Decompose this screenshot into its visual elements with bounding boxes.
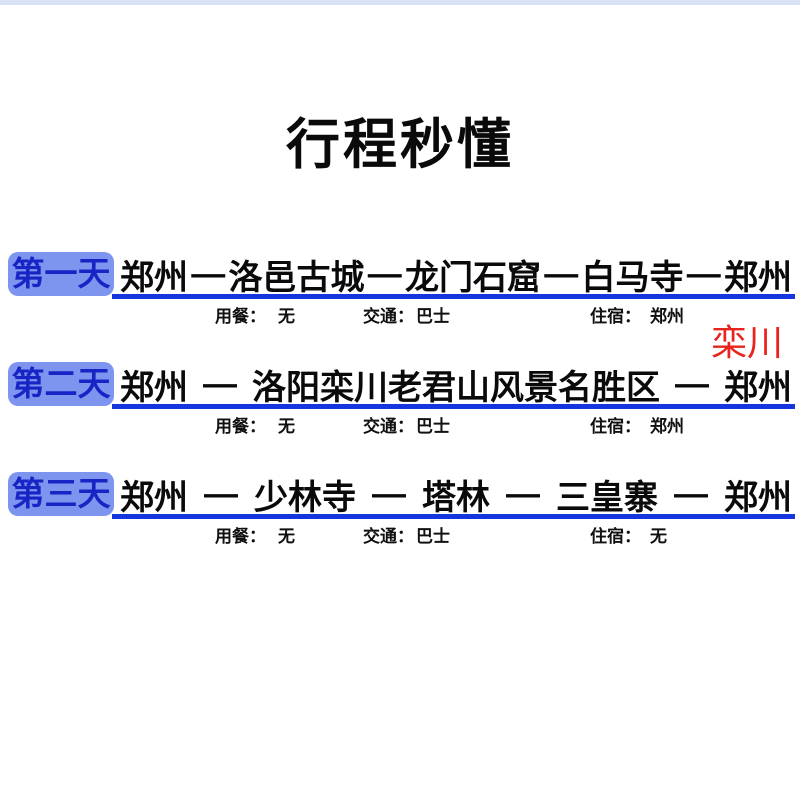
day-1-route: 郑州—洛邑古城—龙门石窟—白马寺—郑州	[120, 252, 792, 297]
meals-value: 无	[278, 527, 295, 546]
meals-label: 用餐：	[215, 307, 266, 326]
route-stop: 郑州	[724, 258, 792, 297]
red-annotation: 栾川	[711, 322, 784, 363]
transport-value: 巴士	[416, 527, 450, 546]
route-stop: 郑州	[120, 478, 188, 517]
route-stop: 塔林	[422, 478, 490, 517]
lodging-value: 郑州	[650, 307, 684, 326]
day-3-underline	[112, 514, 795, 519]
route-stop: 三皇寨	[556, 478, 658, 517]
route-dash: —	[675, 364, 709, 403]
route-dash: —	[191, 254, 226, 293]
lodging-label: 住宿：	[590, 417, 641, 436]
day-2-underline	[112, 404, 795, 409]
route-dash: —	[203, 364, 237, 403]
day-2-meals: 用餐： 无	[215, 412, 295, 437]
route-stop: 少林寺	[254, 478, 356, 517]
transport-label: 交通：	[363, 417, 414, 436]
day-row-1: 第一天 郑州—洛邑古城—龙门石窟—白马寺—郑州 用餐：无 交通：巴士 住宿：郑州	[0, 252, 800, 328]
lodging-value: 无	[650, 527, 667, 546]
day-1-lodging: 住宿： 郑州	[590, 302, 684, 327]
day-2-lodging: 住宿： 郑州	[590, 412, 684, 437]
meals-label: 用餐：	[215, 417, 266, 436]
day-2-meta: 用餐： 无 交通：巴士 住宿： 郑州	[0, 412, 800, 436]
day-2-badge: 第二天	[8, 362, 114, 406]
route-dash: —	[544, 254, 579, 293]
route-stop: 郑州	[120, 258, 188, 297]
day-3-transport: 交通：巴士	[363, 522, 450, 547]
meals-value: 无	[278, 307, 295, 326]
route-stop: 郑州	[724, 478, 792, 517]
route-stop: 郑州	[724, 368, 792, 407]
day-3-badge: 第三天	[8, 472, 114, 516]
route-stop: 白马寺	[581, 258, 684, 297]
lodging-label: 住宿：	[590, 527, 641, 546]
transport-label: 交通：	[363, 527, 414, 546]
meals-value: 无	[278, 417, 295, 436]
day-2-route: 郑州 — 洛阳栾川老君山风景名胜区 — 郑州	[120, 362, 792, 407]
route-stop: 洛邑古城	[228, 258, 365, 297]
route-stop: 龙门石窟	[405, 258, 541, 297]
day-row-2: 第二天 郑州 — 洛阳栾川老君山风景名胜区 — 郑州 用餐： 无 交通：巴士 住宿： 郑州	[0, 362, 800, 438]
route-stop: 洛阳栾川老君山风景名胜区	[252, 368, 660, 407]
meals-label: 用餐：	[215, 527, 266, 546]
route-dash: —	[686, 254, 721, 293]
day-row-3: 第三天 郑州 — 少林寺 — 塔林 — 三皇寨 — 郑州 用餐： 无 交通：巴士 住宿： 无	[0, 472, 800, 548]
lodging-label: 住宿：	[590, 307, 641, 326]
route-dash: —	[367, 254, 402, 293]
day-3-meals: 用餐： 无	[215, 522, 295, 547]
page-title: 行程秒懂	[286, 115, 514, 175]
day-1-meta: 用餐： 无 交通：巴士 住宿： 郑州	[0, 302, 800, 326]
day-2-transport: 交通：巴士	[363, 412, 450, 437]
day-3-meta: 用餐： 无 交通：巴士 住宿： 无	[0, 522, 800, 546]
day-1-badge: 第一天	[8, 252, 114, 296]
day-1-transport: 交通：巴士	[363, 302, 450, 327]
day-3-lodging: 住宿： 无	[590, 522, 667, 547]
transport-label: 交通：	[363, 307, 414, 326]
transport-value: 巴士	[416, 417, 450, 436]
transport-value: 巴士	[416, 307, 450, 326]
top-strip	[0, 0, 800, 5]
route-dash: —	[204, 474, 238, 513]
route-dash: —	[506, 474, 540, 513]
route-dash: —	[674, 474, 708, 513]
lodging-value: 郑州	[650, 417, 684, 436]
route-dash: —	[372, 474, 406, 513]
day-1-meals: 用餐： 无	[215, 302, 295, 327]
day-3-route: 郑州 — 少林寺 — 塔林 — 三皇寨 — 郑州	[120, 472, 792, 517]
day-1-underline	[112, 294, 795, 299]
route-stop: 郑州	[120, 368, 188, 407]
